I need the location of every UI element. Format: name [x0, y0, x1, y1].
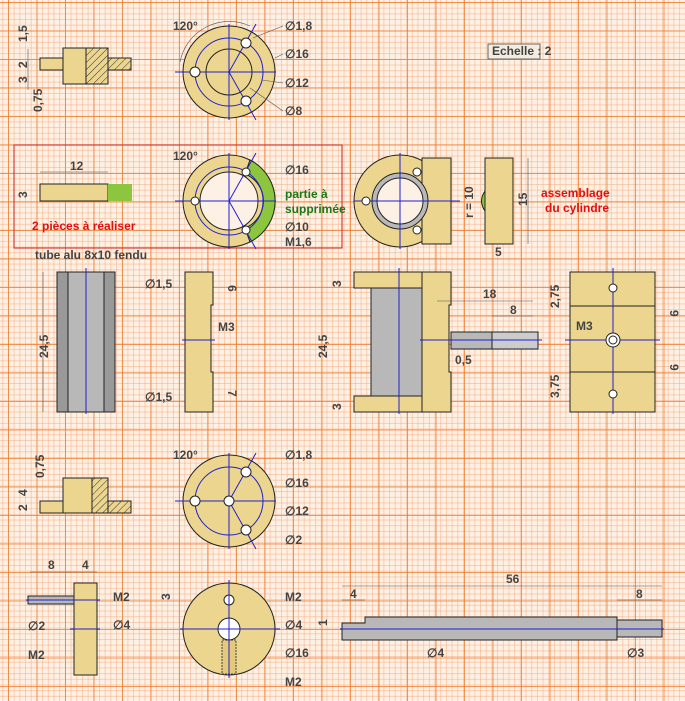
dim: 2 — [16, 61, 30, 68]
dim: ∅2 — [28, 619, 45, 633]
dim: 24,5 — [37, 334, 51, 358]
dim: ∅16 — [285, 163, 309, 177]
crank-front-view: 3 M2 ∅4 ∅16 M2 — [159, 580, 309, 689]
thread: M3 — [218, 320, 235, 334]
scale-box: Echelle : 2 — [487, 43, 552, 60]
dim-angle: 120° — [173, 19, 198, 33]
dim: 3 — [16, 191, 30, 198]
dim: 24,5 — [316, 334, 330, 358]
dim-angle: 120° — [173, 149, 198, 163]
block-front-view: 2,75 3,75 M3 9 9 — [548, 268, 681, 414]
tube-label: tube alu 8x10 fendu — [35, 248, 147, 262]
dim: 3 — [159, 593, 173, 600]
scale-label: Echelle : 2 — [492, 44, 552, 58]
dim: ∅4 — [285, 618, 302, 632]
dim: ∅4 — [113, 618, 130, 632]
dim: ∅1,8 — [285, 19, 312, 33]
dim: ∅10 — [285, 220, 309, 234]
cylinder-assembly-side: 3 24,5 3 18 8 0,5 — [316, 268, 542, 414]
part1-front-view: 120° ∅1,8 ∅16 ∅12 ∅8 — [173, 19, 312, 121]
dim: 8 — [636, 587, 643, 601]
dim: 56 — [506, 572, 520, 586]
dim: 3 — [330, 403, 344, 410]
dim: 8 — [510, 303, 517, 317]
assembly-title: assemblage — [541, 186, 610, 200]
dim: 2,75 — [548, 284, 562, 308]
dim: ∅2 — [285, 533, 302, 547]
part1-side-view: 1,5 2 3 0,75 — [16, 25, 132, 112]
part2-side-view: 12 3 2 pièces à réaliser — [16, 159, 136, 233]
dim: 0,75 — [31, 88, 45, 112]
dim: ∅4 — [427, 646, 444, 660]
dim: M1,6 — [285, 235, 312, 249]
dim: 2 — [16, 504, 30, 511]
dim: 0,75 — [33, 454, 47, 478]
dim: ∅3 — [627, 646, 644, 660]
dim: 4 — [82, 558, 89, 572]
dim: 18 — [483, 287, 497, 301]
dim: ∅1,5 — [145, 390, 172, 404]
dim: 3 — [330, 280, 344, 287]
dim: 8 — [48, 558, 55, 572]
thread: M3 — [576, 319, 593, 333]
dim: 5 — [495, 245, 502, 259]
dim: 1,5 — [16, 25, 30, 42]
assembly-title: du cylindre — [545, 201, 609, 215]
dim: ∅16 — [285, 47, 309, 61]
thread: M2 — [28, 648, 45, 662]
dim: 12 — [70, 159, 84, 173]
dim-radius: r = 10 — [462, 186, 476, 218]
dim: 1 — [316, 619, 330, 626]
removed-label: supprimée — [285, 202, 346, 216]
cylinder-assembly-front: r = 10 15 5 assemblage du cylindre — [353, 153, 610, 259]
dim: 4 — [16, 489, 30, 496]
two-parts-frame — [13, 144, 343, 249]
dim: 9 — [667, 364, 681, 371]
dim: ∅8 — [285, 104, 302, 118]
dim: 9 — [667, 310, 681, 317]
dim: 0,5 — [455, 353, 472, 367]
dim: 4 — [350, 587, 357, 601]
thread: M2 — [285, 590, 302, 604]
dim: 3,75 — [548, 374, 562, 398]
part4-side-view: 0,75 4 2 — [16, 454, 132, 514]
dim: ∅1,8 — [285, 448, 312, 462]
part-side-section: ∅1,5 6 M3 ∅1,5 7 — [145, 271, 239, 413]
crank-side-view: 8 4 M2 ∅2 ∅4 M2 — [26, 558, 130, 676]
dim: 6 — [225, 285, 239, 292]
dim: 15 — [516, 192, 530, 206]
note-two-parts: 2 pièces à réaliser — [32, 219, 136, 233]
dim: ∅16 — [285, 646, 309, 660]
dim-angle: 120° — [173, 448, 198, 462]
dim: 3 — [16, 76, 30, 83]
tube-view: tube alu 8x10 fendu 24,5 — [35, 248, 147, 414]
part4-front-view: 120° ∅1,8 ∅16 ∅12 ∅2 — [173, 448, 312, 550]
removed-label: partie à — [285, 187, 328, 201]
dim: ∅12 — [285, 76, 309, 90]
removed-area — [108, 184, 132, 201]
dim: ∅1,5 — [145, 277, 172, 291]
dim: ∅16 — [285, 476, 309, 490]
part2-front-view: 120° ∅16 partie à supprimée ∅10 M1,6 — [173, 149, 346, 250]
shaft-view: 56 4 8 1 ∅4 ∅3 — [316, 572, 664, 660]
thread: M2 — [285, 675, 302, 689]
dim: ∅12 — [285, 504, 309, 518]
dim: 7 — [225, 390, 239, 397]
thread: M2 — [113, 590, 130, 604]
